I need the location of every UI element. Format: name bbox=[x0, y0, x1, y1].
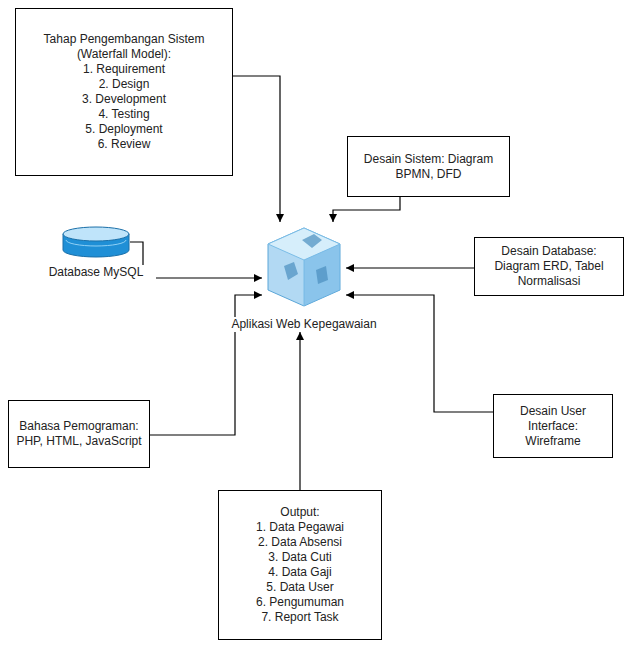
process-box: Desain Database: Diagram ERD, Tabel Norm… bbox=[474, 237, 624, 296]
cylinder-symbol bbox=[62, 226, 130, 258]
box-heading: Tahap Pengembangan Sistem (Waterfall Mod… bbox=[22, 32, 226, 62]
application-icon: Aplikasi Web Kepegawaian bbox=[262, 222, 346, 310]
box-text: 6. Pengumuman bbox=[256, 595, 344, 610]
connector-arrow bbox=[346, 295, 493, 412]
box-text: 4. Data Gaji bbox=[268, 565, 331, 580]
box-text: 3. Data Cuti bbox=[268, 550, 331, 565]
box-text: 1. Data Pegawai bbox=[256, 520, 344, 535]
box-text: 3. Development bbox=[82, 92, 166, 107]
box-text: 7. Report Task bbox=[261, 610, 338, 625]
connector-arrow bbox=[299, 332, 300, 490]
box-text: 2. Data Absensi bbox=[258, 535, 342, 550]
process-box: Bahasa Pemograman: PHP, HTML, JavaScript bbox=[8, 400, 150, 468]
icon-label: Aplikasi Web Kepegawaian bbox=[204, 317, 404, 332]
box-heading: Desain Sistem: Diagram BPMN, DFD bbox=[354, 152, 503, 182]
cube-symbol bbox=[262, 222, 346, 310]
box-text: 1. Requirement bbox=[83, 62, 165, 77]
process-box: Desain User Interface: Wireframe bbox=[493, 394, 613, 458]
process-box: Output:1. Data Pegawai2. Data Absensi3. … bbox=[218, 490, 382, 640]
process-box: Desain Sistem: Diagram BPMN, DFD bbox=[347, 136, 510, 197]
box-heading: Bahasa Pemograman: PHP, HTML, JavaScript bbox=[15, 419, 143, 449]
box-heading: Output: bbox=[280, 505, 319, 520]
icon-label: Database MySQL bbox=[36, 265, 156, 280]
box-heading: Desain Database: Diagram ERD, Tabel Norm… bbox=[481, 244, 617, 289]
connector-arrow bbox=[150, 295, 262, 435]
box-text: 2. Design bbox=[99, 77, 150, 92]
database-icon: Database MySQL bbox=[62, 226, 130, 258]
box-text: 5. Data User bbox=[266, 580, 333, 595]
process-box: Tahap Pengembangan Sistem (Waterfall Mod… bbox=[15, 8, 233, 176]
connector-arrow bbox=[346, 267, 474, 268]
box-text: 5. Deployment bbox=[85, 122, 162, 137]
box-heading: Desain User Interface: Wireframe bbox=[500, 404, 606, 449]
connector-arrow bbox=[333, 197, 400, 222]
box-text: 4. Testing bbox=[98, 107, 149, 122]
box-text: 6. Review bbox=[98, 137, 151, 152]
connector-arrow bbox=[233, 76, 280, 222]
